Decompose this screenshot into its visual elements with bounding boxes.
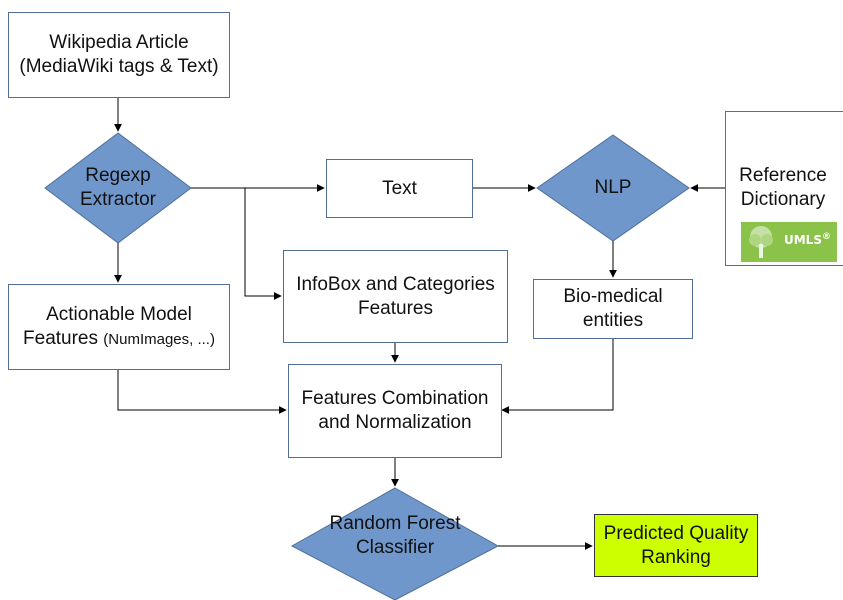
random-forest-diamond (290, 487, 500, 600)
biomedical-line2: entities (582, 310, 644, 331)
predicted-line2: Ranking (641, 546, 711, 568)
combination-line2: and Normalization (318, 412, 472, 433)
umls-logo-text: UMLS® (784, 232, 831, 247)
reference-line2: Dictionary (740, 189, 826, 210)
edge-actionable-to-combination (117, 370, 287, 414)
regexp-line1: Regexp (85, 165, 151, 186)
nlp-text: NLP (594, 177, 632, 198)
text-node: Text (326, 159, 473, 218)
wikipedia-subtitle: (MediaWiki tags & Text) (19, 56, 219, 77)
infobox-line1: InfoBox and Categories (296, 273, 495, 295)
edge-biomedical-to-combination (501, 339, 614, 414)
actionable-line2: Features (23, 327, 98, 349)
random-forest-line1: Random (329, 513, 402, 534)
actionable-model-features-node: Actionable Model Features (NumImages, ..… (8, 284, 230, 370)
tree-icon (749, 226, 773, 258)
umls-logo (741, 222, 837, 262)
regexp-extractor-label: Regexp Extractor (45, 160, 191, 216)
regexp-line2: Extractor (79, 189, 157, 210)
edge-regexp-to-infobox (244, 188, 282, 300)
nlp-label: NLP (560, 175, 666, 201)
features-combination-node: Features Combination and Normalization (288, 364, 502, 458)
wikipedia-article-node: Wikipedia Article (MediaWiki tags & Text… (8, 12, 230, 98)
reference-dictionary-label: Reference Dictionary (727, 162, 839, 214)
reference-line1: Reference (739, 165, 827, 186)
combination-line1: Features Combination (301, 388, 489, 409)
actionable-line1: Actionable Model (46, 303, 192, 325)
biomedical-line1: Bio-medical (563, 286, 663, 307)
predicted-quality-ranking-node: Predicted Quality Ranking (594, 514, 758, 577)
wikipedia-title: Wikipedia Article (49, 32, 189, 53)
predicted-line1: Predicted Quality (603, 522, 749, 544)
text-label: Text (382, 177, 417, 199)
random-forest-label: Random Forest Classifier (310, 510, 480, 562)
biomedical-entities-node: Bio-medical entities (533, 279, 693, 339)
random-forest-line2: Forest Classifier (355, 513, 461, 558)
infobox-line2: Features (358, 297, 433, 319)
actionable-line3: (NumImages, ...) (103, 330, 215, 348)
infobox-categories-features-node: InfoBox and Categories Features (283, 250, 508, 343)
